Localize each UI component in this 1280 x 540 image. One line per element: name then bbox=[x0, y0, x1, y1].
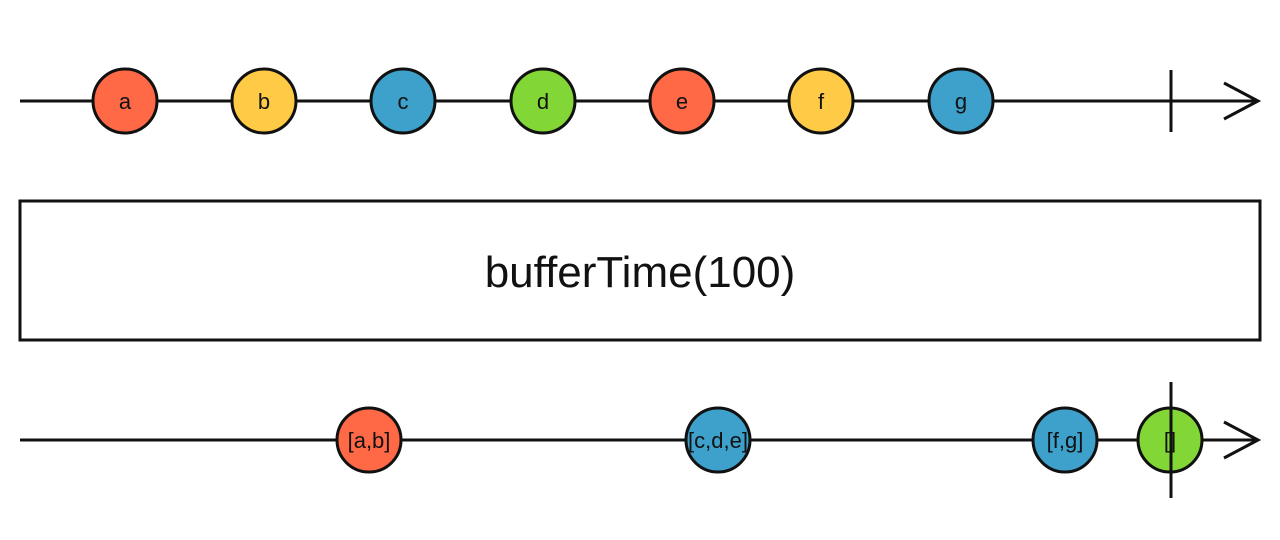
output-marble-circle bbox=[335, 406, 403, 474]
output-marble-label: [f,g] bbox=[1047, 428, 1084, 453]
input-marble-label: d bbox=[537, 89, 549, 114]
output-marble-circle bbox=[1031, 406, 1099, 474]
output-marble-label: [a,b] bbox=[348, 428, 391, 453]
input-timeline-arrowhead bbox=[1223, 81, 1262, 121]
input-marble: d bbox=[509, 67, 577, 135]
input-marble: g bbox=[927, 67, 995, 135]
input-marble: a bbox=[91, 67, 159, 135]
input-marble-circle bbox=[509, 67, 577, 135]
input-marble-circle bbox=[230, 67, 298, 135]
input-marble-circle bbox=[369, 67, 437, 135]
input-marble-label: c bbox=[398, 89, 409, 114]
output-timeline: [a,b][c,d,e][f,g][] bbox=[20, 382, 1262, 498]
input-marble: c bbox=[369, 67, 437, 135]
input-marble: b bbox=[230, 67, 298, 135]
output-marble-circle bbox=[684, 406, 752, 474]
output-marble: [c,d,e] bbox=[684, 406, 752, 474]
input-marbles: a b c d e f g bbox=[91, 67, 995, 135]
output-marble: [a,b] bbox=[335, 406, 403, 474]
output-marble-label: [c,d,e] bbox=[688, 428, 748, 453]
input-marble-circle bbox=[91, 67, 159, 135]
input-marble-circle bbox=[927, 67, 995, 135]
output-timeline-arrowhead bbox=[1223, 420, 1262, 460]
input-marble-label: b bbox=[258, 89, 270, 114]
input-marble-label: f bbox=[818, 89, 825, 114]
operator-label: bufferTime(100) bbox=[485, 248, 796, 297]
input-marble-label: e bbox=[676, 89, 688, 114]
output-marble: [f,g] bbox=[1031, 406, 1099, 474]
operator-box: bufferTime(100) bbox=[18, 199, 1262, 342]
input-marble-circle bbox=[787, 67, 855, 135]
input-timeline: a b c d e f g bbox=[20, 67, 1262, 135]
operator-box-frame bbox=[18, 199, 1262, 342]
input-marble: e bbox=[648, 67, 716, 135]
input-marble-label: a bbox=[119, 89, 132, 114]
input-marble-label: g bbox=[955, 89, 967, 114]
input-marble-circle bbox=[648, 67, 716, 135]
input-marble: f bbox=[787, 67, 855, 135]
